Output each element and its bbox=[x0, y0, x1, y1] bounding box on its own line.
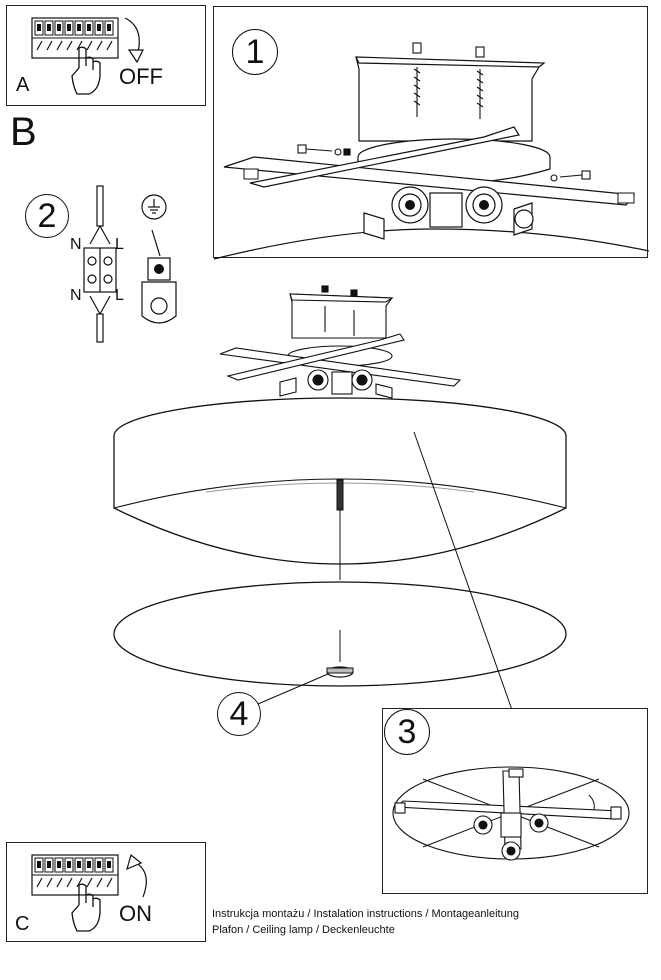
footer-caption: Instrukcja montażu / Instalation instruc… bbox=[212, 906, 519, 938]
wiring-terminal-block bbox=[83, 185, 117, 343]
step-4-badge: 4 bbox=[217, 692, 261, 736]
step-1-badge: 1 bbox=[232, 29, 278, 75]
lamp-assembly-illustration bbox=[113, 285, 567, 711]
on-label: ON bbox=[119, 901, 152, 926]
hand-icon bbox=[71, 46, 101, 95]
curved-arrow-up-icon bbox=[126, 853, 147, 898]
circuit-breaker-icon-c bbox=[31, 854, 119, 896]
ceiling-bracket-illustration bbox=[213, 42, 650, 260]
panel-a-power-off: A OFF bbox=[6, 5, 206, 106]
wire-label-l-bottom: L bbox=[115, 287, 124, 304]
step-3-number: 3 bbox=[397, 712, 417, 751]
wire-label-n-bottom: N bbox=[70, 287, 82, 304]
step-2-badge: 2 bbox=[25, 194, 69, 238]
footer-line-1: Instrukcja montażu / Instalation instruc… bbox=[212, 908, 519, 920]
curved-arrow-icon bbox=[124, 17, 144, 64]
bulb-fitting-illustration bbox=[392, 766, 630, 861]
ground-symbol-icon bbox=[141, 194, 167, 220]
panel-c-letter: C bbox=[15, 913, 30, 935]
off-label: OFF bbox=[119, 64, 163, 89]
step-1-bracket-detail bbox=[213, 6, 650, 260]
panel-c-power-on: C ON bbox=[6, 842, 206, 942]
wire-label-l-top: L bbox=[115, 236, 124, 253]
step-2-number: 2 bbox=[37, 196, 57, 235]
footer-line-2: Plafon / Ceiling lamp / Deckenleuchte bbox=[212, 924, 395, 936]
circuit-breaker-icon bbox=[31, 17, 119, 59]
section-b-letter: B bbox=[10, 110, 37, 154]
wire-label-n-top: N bbox=[70, 236, 82, 253]
panel-a-letter: A bbox=[16, 74, 30, 96]
step-3-badge: 3 bbox=[384, 709, 430, 755]
ground-terminal-icon bbox=[141, 229, 177, 324]
step-4-number: 4 bbox=[229, 694, 249, 733]
hand-icon-c bbox=[71, 883, 101, 932]
step-1-number: 1 bbox=[245, 32, 265, 71]
